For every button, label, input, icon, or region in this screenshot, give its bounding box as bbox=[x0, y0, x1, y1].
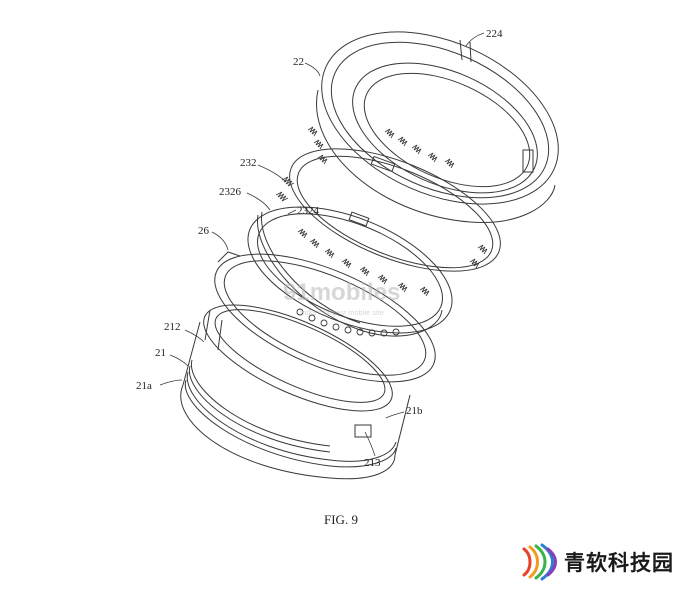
leader-lines bbox=[159, 32, 485, 457]
label-21: 21 bbox=[155, 347, 166, 359]
watermark-tagline: India's largest mobile site bbox=[300, 308, 384, 317]
label-224: 224 bbox=[486, 28, 503, 40]
figure-caption: FIG. 9 bbox=[324, 512, 358, 527]
housing-21 bbox=[180, 304, 411, 480]
label-26: 26 bbox=[198, 225, 210, 237]
plate-ring-26 bbox=[214, 251, 436, 383]
watermark-logo: 91mobiles bbox=[283, 279, 400, 306]
brand-logo: 青软科技园 bbox=[518, 542, 688, 582]
label-213: 213 bbox=[364, 457, 381, 469]
label-21a: 21a bbox=[136, 380, 152, 392]
label-232: 232 bbox=[240, 157, 257, 169]
label-22: 22 bbox=[293, 56, 304, 68]
snap-ring bbox=[289, 126, 501, 272]
label-2326: 2326 bbox=[219, 186, 242, 198]
label-2324: 2324 bbox=[297, 205, 320, 217]
signal-waves-icon bbox=[522, 543, 557, 581]
bezel-ring-22 bbox=[316, 31, 559, 223]
brand-name: 青软科技园 bbox=[564, 551, 674, 575]
label-212: 212 bbox=[164, 321, 181, 333]
label-21b: 21b bbox=[406, 405, 423, 417]
watermark: 91mobiles India's largest mobile site bbox=[283, 279, 400, 317]
spring-ring-232 bbox=[247, 176, 453, 337]
